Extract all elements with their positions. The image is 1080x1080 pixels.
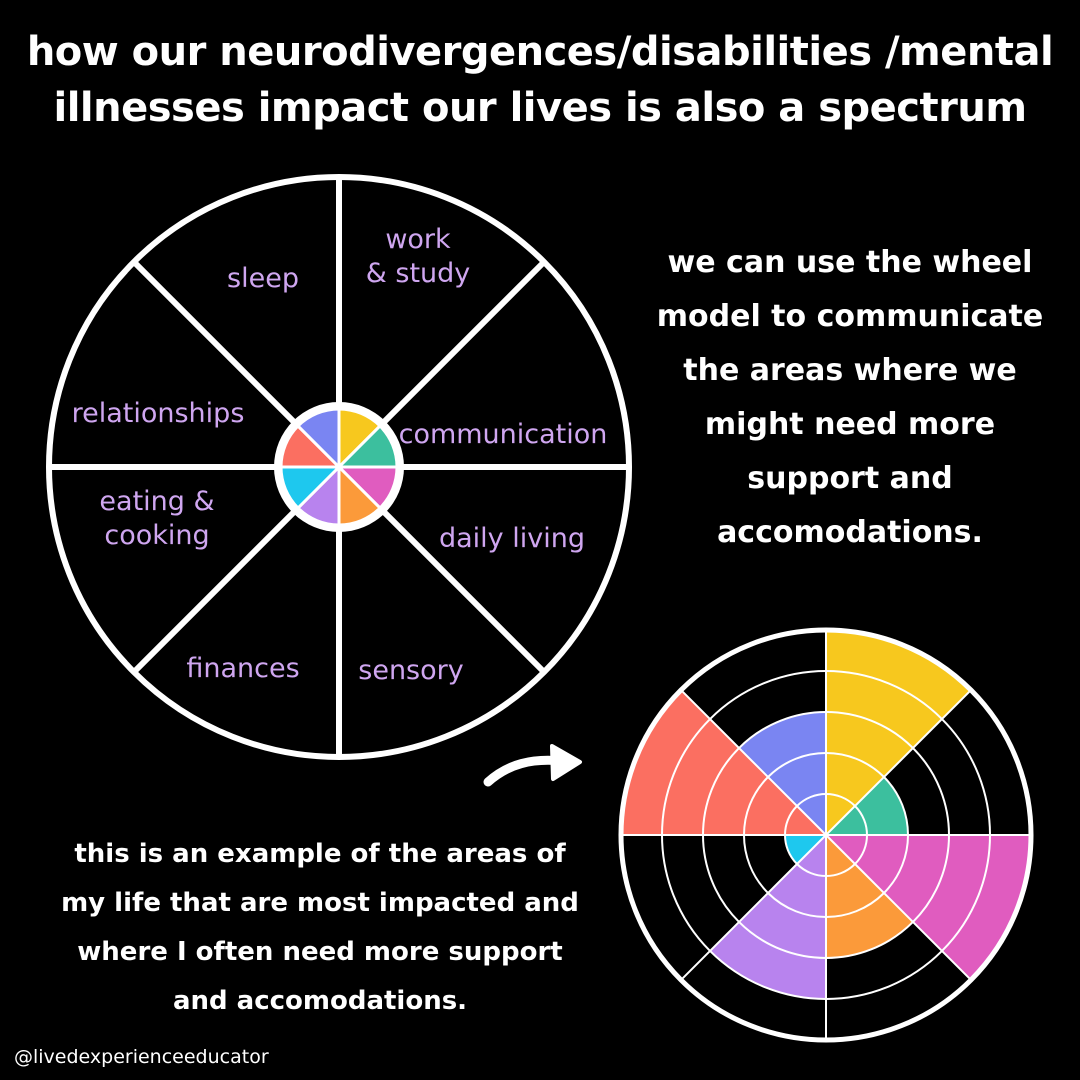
bottom-text-line: my life that are most impacted and: [61, 888, 579, 918]
segment-label: daily living: [439, 523, 585, 554]
example-divider: [825, 834, 972, 981]
segment-label: work& study: [366, 224, 471, 289]
example-description: this is an example of the areas of my li…: [60, 830, 580, 1026]
life-areas-wheel: work& study communication daily living sens…: [46, 174, 632, 760]
example-slice: [739, 712, 826, 835]
example-slice: [710, 835, 826, 1000]
example-slice: [826, 835, 1031, 980]
right-text-line: we can use the wheel: [667, 245, 1033, 280]
right-text-line: support and: [747, 461, 953, 496]
segment-label: sleep: [227, 263, 299, 294]
bottom-text-line: where I often need more support: [77, 937, 563, 967]
example-impact-wheel: [618, 627, 1034, 1043]
author-handle: @livedexperienceeducator: [14, 1046, 269, 1068]
right-text-line: the areas where we: [683, 353, 1017, 388]
example-slice: [826, 835, 913, 958]
segment-label: communication: [399, 419, 608, 450]
right-text-line: model to communicate: [656, 299, 1044, 334]
segment-label: relationships: [72, 398, 245, 429]
hub-slice: [295, 407, 341, 471]
example-slice: [785, 835, 826, 864]
example-divider: [680, 834, 827, 981]
title-line-1: how our neurodivergences/disabilities /m…: [26, 29, 1054, 75]
bottom-text-line: and accomodations.: [172, 986, 468, 1016]
bottom-text-line: this is an example of the areas of: [74, 839, 566, 869]
title-line-2: illnesses impact our lives is also a spe…: [53, 85, 1027, 131]
page-title: how our neurodivergences/disabilities /m…: [0, 24, 1080, 136]
example-slice: [826, 777, 908, 835]
example-slice: [620, 690, 826, 835]
example-divider: [680, 689, 827, 836]
right-text-line: accomodations.: [717, 515, 983, 550]
right-text-line: might need more: [704, 407, 996, 442]
example-slice: [826, 630, 971, 835]
segment-label: sensory: [358, 655, 463, 686]
curved-arrow-icon: [483, 744, 582, 787]
example-divider: [825, 689, 972, 836]
wheel-model-description: we can use the wheel model to communicat…: [650, 236, 1050, 560]
segment-label: eating &cooking: [99, 486, 214, 551]
segment-label: finances: [186, 653, 299, 684]
